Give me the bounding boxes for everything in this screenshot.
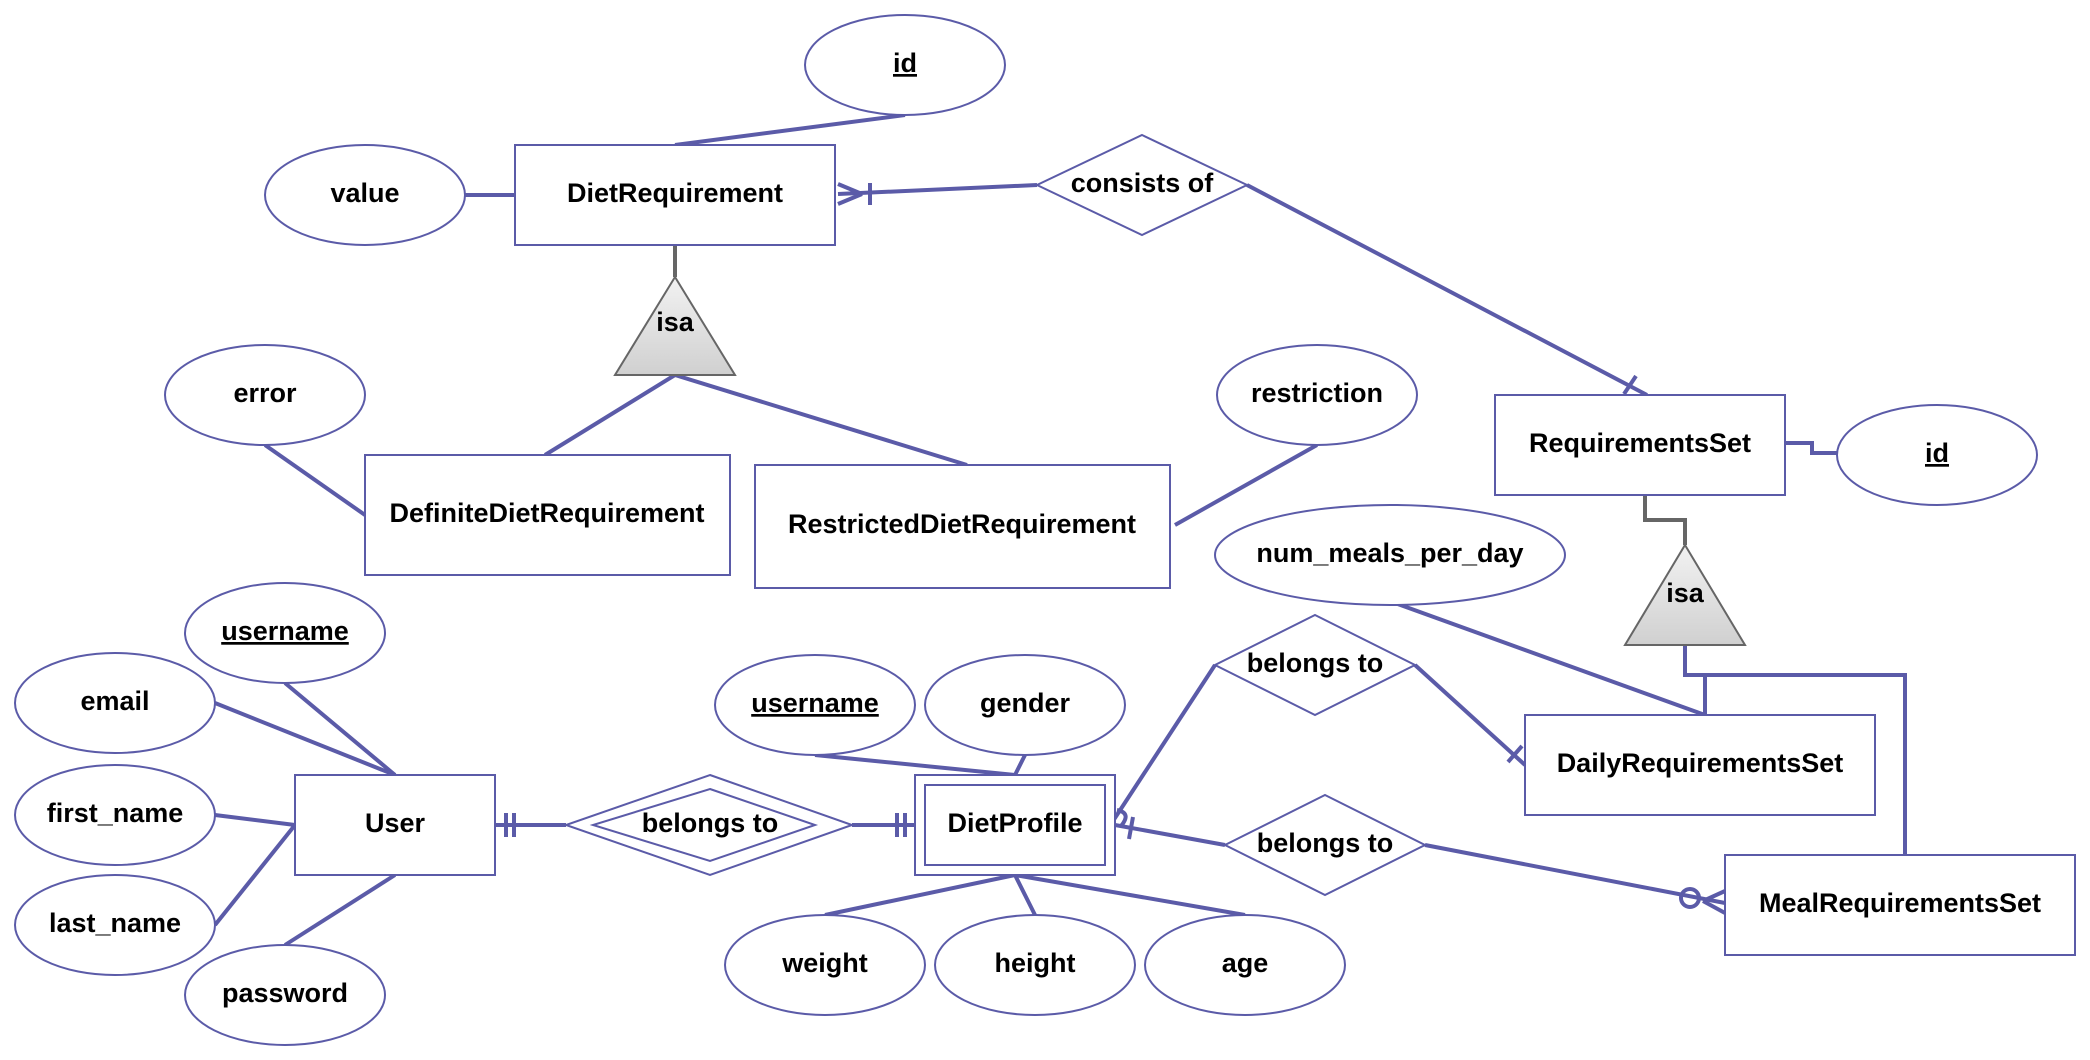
attribute-label: id (1925, 438, 1949, 468)
attribute-label: height (995, 948, 1076, 978)
attribute-restriction: restriction (1216, 344, 1418, 446)
cardinality-markers (504, 182, 1726, 915)
attribute-id-dietrequirement: id (804, 14, 1006, 116)
entity-label: DailyRequirementsSet (1557, 748, 1844, 778)
edge-dietprofile-belongs-to-meal (1114, 823, 1226, 847)
entity-dailyrequirementsset: DailyRequirementsSet (1524, 714, 1876, 816)
relationship-label: belongs to (1257, 828, 1394, 858)
edge-isa-restricted (674, 373, 968, 467)
edge-user-first-name (214, 813, 296, 827)
edge-daily-num-meals (1394, 601, 1706, 717)
attribute-label: username (751, 688, 879, 718)
edge-requirementsset-isa (1643, 495, 1687, 545)
edge-dietprofile-username (814, 753, 1016, 777)
edge-definite-error (263, 443, 367, 517)
crowfoot-dietprofile-daily (1116, 808, 1128, 828)
edge-consists-of-requirementsset (1246, 183, 1648, 397)
circle-meal (1679, 887, 1701, 909)
entity-dietprofile: DietProfile (914, 774, 1116, 876)
entity-label: RequirementsSet (1529, 428, 1751, 458)
edge-user-email (214, 701, 396, 777)
attribute-label: id (893, 48, 917, 78)
attribute-num-meals-per-day: num_meals_per_day (1214, 504, 1566, 606)
relationship-label: belongs to (1247, 648, 1384, 678)
entity-label: DefiniteDietRequirement (389, 498, 704, 528)
attribute-label: password (222, 978, 348, 1008)
attribute-label: value (330, 178, 399, 208)
edge-belongs-to-meal (1424, 843, 1726, 905)
entity-label: RestrictedDietRequirement (788, 509, 1136, 539)
attribute-label: username (221, 616, 349, 646)
attribute-error: error (164, 344, 366, 446)
edge-dietrequirement-consists-of (837, 183, 1038, 196)
edge-user-password (283, 873, 397, 947)
attribute-first-name: first_name (14, 764, 216, 866)
edge-belongs-to-daily (1413, 663, 1527, 767)
attribute-username-dietprofile: username (714, 654, 916, 756)
relationship-daily-belongs-to: belongs to (1212, 613, 1418, 717)
entity-label: MealRequirementsSet (1759, 888, 2041, 918)
attribute-label: restriction (1251, 378, 1383, 408)
edge-dietrequirement-id (674, 113, 906, 147)
entity-mealrequirementsset: MealRequirementsSet (1724, 854, 2076, 956)
entity-definitedietrequirement: DefiniteDietRequirement (364, 454, 731, 576)
connector-lines (213, 113, 1907, 947)
relationship-meal-belongs-to: belongs to (1222, 793, 1428, 897)
isa-dietrequirement: isa (613, 275, 737, 376)
edge-restricted-restriction (1174, 443, 1318, 527)
attribute-password: password (184, 944, 386, 1046)
isa-label: isa (656, 307, 695, 337)
bar-requirementsset (1622, 374, 1638, 396)
edge-dietprofile-weight (824, 873, 1016, 917)
relationship-user-belongs-to: belongs to (562, 773, 856, 877)
edge-isa-daily (1683, 645, 1707, 715)
attribute-gender: gender (924, 654, 1126, 756)
crowfoot-dietrequirement (837, 182, 863, 196)
entity-label: User (365, 808, 426, 838)
attribute-id-requirementsset: id (1836, 404, 2038, 506)
entity-user: User (294, 774, 496, 876)
edge-isa-definite (543, 373, 677, 457)
crowfoot-meal-1 (1702, 889, 1726, 903)
attribute-label: num_meals_per_day (1256, 538, 1523, 568)
attribute-label: error (233, 378, 297, 408)
attribute-label: age (1222, 948, 1269, 978)
edge-user-username (283, 681, 397, 777)
entity-label: DietProfile (947, 808, 1082, 838)
entity-dietrequirement: DietRequirement (514, 144, 836, 246)
relationship-label: belongs to (642, 808, 779, 838)
crowfoot-meal-2 (1702, 899, 1726, 915)
bar-dietprofile-meal (1127, 816, 1135, 840)
attribute-label: last_name (49, 908, 181, 938)
edge-dietprofile-gender (1013, 754, 1027, 776)
entity-restricteddietrequirement: RestrictedDietRequirement (754, 464, 1171, 589)
isa-requirementsset: isa (1623, 543, 1747, 646)
edge-isa-meal (1705, 673, 1907, 855)
attribute-height: height (934, 914, 1136, 1016)
attribute-label: first_name (47, 798, 184, 828)
bar-daily (1506, 744, 1524, 764)
attribute-label: email (80, 686, 149, 716)
relationship-consists-of: consists of (1034, 133, 1250, 237)
edge-dietprofile-belongs-to-daily (1111, 663, 1217, 823)
attribute-username-user: username (184, 582, 386, 684)
entity-label: DietRequirement (567, 178, 783, 208)
isa-label: isa (1666, 578, 1705, 608)
edge-dietprofile-age (1014, 873, 1246, 917)
edge-dietprofile-height (1013, 874, 1037, 916)
attribute-age: age (1144, 914, 1346, 1016)
crowfoot-dietrequirement-2 (837, 192, 863, 206)
edge-requirementsset-id (1785, 441, 1837, 455)
edge-user-last-name (213, 823, 297, 927)
attribute-label: gender (980, 688, 1071, 718)
entity-requirementsset: RequirementsSet (1494, 394, 1786, 496)
relationship-label: consists of (1071, 168, 1215, 198)
attribute-label: weight (781, 948, 868, 978)
attribute-value: value (264, 144, 466, 246)
attribute-last-name: last_name (14, 874, 216, 976)
attribute-weight: weight (724, 914, 926, 1016)
attribute-email: email (14, 652, 216, 754)
